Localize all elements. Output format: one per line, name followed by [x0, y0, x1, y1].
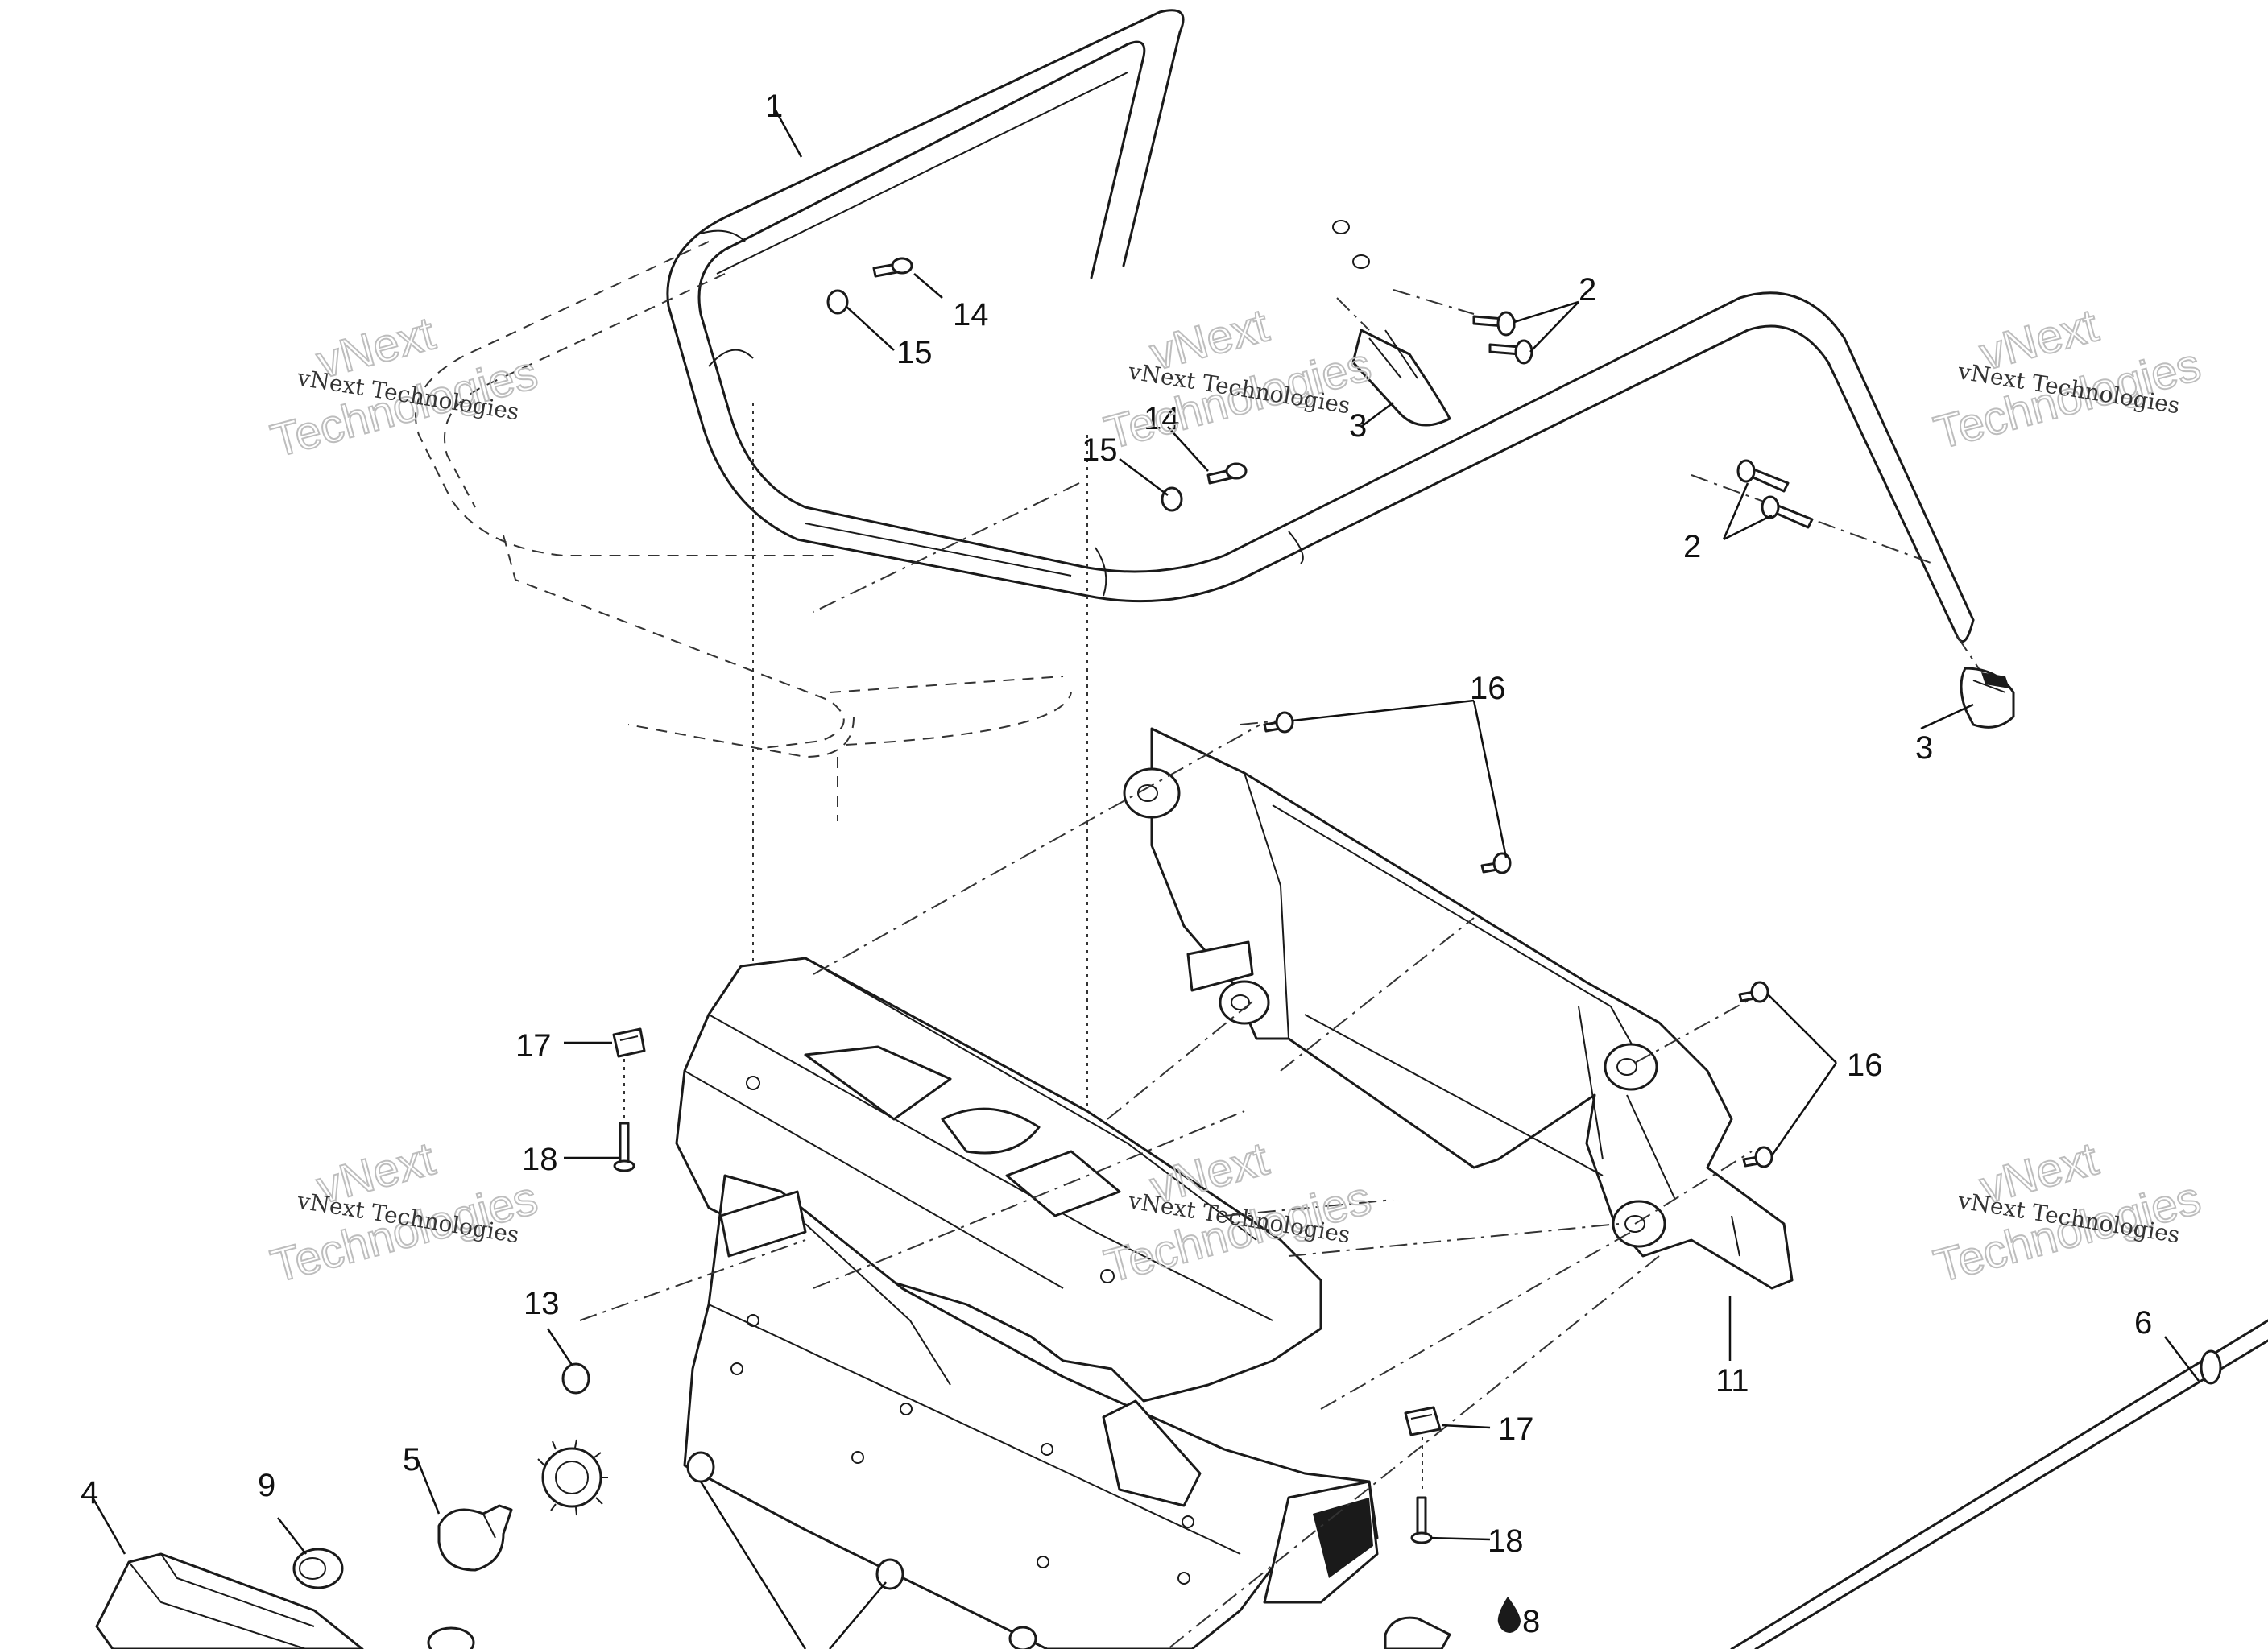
- bolt-16a: [1263, 711, 1294, 734]
- bolt-2d: [1761, 495, 1814, 529]
- screw-18a: [613, 1059, 635, 1172]
- callout-9: 9: [258, 1468, 275, 1503]
- grommet-b: [875, 1558, 904, 1590]
- callout-14: 14: [953, 297, 989, 333]
- end-cap-3b: [1960, 667, 2015, 729]
- callout-8: 8: [1522, 1604, 1540, 1639]
- grommet-13: [561, 1362, 590, 1395]
- callout-16: 16: [1470, 671, 1506, 706]
- callout-labels: 1 2 2 3 3 3 14 15 14 15 16 16 17 18 17 1…: [81, 89, 2152, 1639]
- screw-18b: [1410, 1437, 1433, 1544]
- callout-18: 18: [522, 1142, 558, 1177]
- leader-lines: [91, 108, 2200, 1649]
- light-socket: [537, 1439, 608, 1516]
- hidden-handle-outline: [415, 241, 1088, 1240]
- bolt-16b: [1480, 852, 1512, 874]
- clip-nut-17b: [1404, 1406, 1442, 1436]
- callout-2: 2: [1683, 529, 1701, 564]
- callout-5: 5: [403, 1442, 420, 1477]
- callout-2: 2: [1579, 272, 1596, 308]
- bolt-2b: [1488, 339, 1533, 365]
- callout-11: 11: [1715, 1363, 1749, 1399]
- callout-15: 15: [896, 335, 933, 370]
- bolt-16d: [1742, 1146, 1773, 1168]
- callout-6: 6: [2134, 1305, 2152, 1341]
- callout-3: 3: [1915, 730, 1933, 766]
- callout-16: 16: [1847, 1048, 1883, 1083]
- callout-4: 4: [81, 1475, 98, 1511]
- callout-1: 1: [765, 89, 783, 124]
- grab-handle-tube: [666, 9, 1975, 643]
- bulb-5: [437, 1504, 513, 1572]
- washer-15a: [826, 289, 849, 315]
- tail-light-housing-4: [95, 1552, 364, 1649]
- rod-6: [1730, 1319, 2268, 1649]
- assembly-lines: [579, 289, 1982, 1649]
- bolt-2c: [1736, 459, 1790, 493]
- grommet-a: [686, 1451, 715, 1483]
- rear-bumper-body: [675, 957, 1379, 1649]
- callout-3: 3: [1349, 408, 1367, 444]
- callout-18: 18: [1488, 1523, 1524, 1559]
- fitting-8: [1384, 1616, 1451, 1649]
- callout-15: 15: [1082, 432, 1118, 468]
- bolt-2a: [1472, 311, 1516, 337]
- washer-15b: [1161, 486, 1183, 512]
- grommet-9: [292, 1548, 475, 1649]
- rear-bracket: [1123, 727, 1794, 1290]
- bolt-14a: [872, 257, 913, 278]
- end-cap-3a: [1351, 329, 1451, 427]
- oil-drop-icon: [1497, 1597, 1521, 1633]
- callout-13: 13: [524, 1286, 560, 1321]
- callout-17: 17: [515, 1028, 552, 1064]
- bolt-14b: [1206, 462, 1248, 485]
- callout-14: 14: [1144, 401, 1180, 436]
- bolt-16c: [1738, 981, 1769, 1003]
- callout-17: 17: [1498, 1411, 1534, 1447]
- clip-nut-17a: [612, 1027, 646, 1058]
- grommet-c: [1008, 1626, 1037, 1649]
